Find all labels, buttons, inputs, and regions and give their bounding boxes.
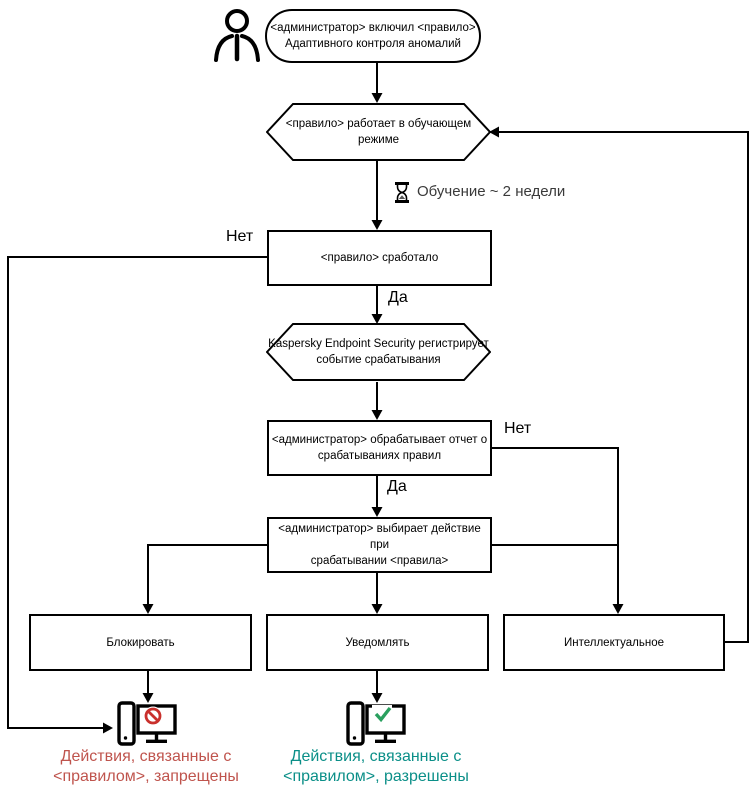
node-text-line: <администратор> обрабатывает отчет о [271,434,488,446]
node-text-line: <администратор> включил <правило> [270,22,476,34]
node-text-line: срабатывании <правила> [310,555,449,567]
caption-line: Действия, связанные с [60,748,232,765]
node-text-line: Интеллектуальное [563,636,664,649]
edge-label-no-right: Нет [504,420,532,437]
caption-line: <правилом>, запрещены [53,768,239,785]
hexagon-shape [266,103,491,161]
node-text-line: Адаптивного контроля аномалий [285,38,461,50]
caption-line: Действия, связанные с [290,748,462,765]
node-action-block: Блокировать [29,614,252,671]
computer-blocked-icon [117,701,177,746]
computer-allowed-icon [346,701,406,746]
check-icon [374,706,392,723]
edge-label-yes-2: Да [387,478,407,495]
node-text-line: событие срабатывания [316,354,441,366]
node-registers-event: Kaspersky Endpoint Security регистрирует… [266,322,491,382]
prohibition-icon [144,707,162,725]
hexagon-shape [266,323,491,381]
node-action-smart: Интеллектуальное [503,614,725,671]
node-rule-triggered: <правило> сработало [267,230,492,286]
node-text-line: срабатываниях правил [317,450,442,462]
node-text-line: Уведомлять [345,636,410,649]
node-text-line: Kaspersky Endpoint Security регистрирует [268,338,489,350]
caption-actions-allowed: Действия, связанные с <правилом>, разреш… [251,747,501,787]
node-text-line: Блокировать [106,636,175,649]
node-text-line: режиме [357,134,400,146]
node-text-line: <правило> сработало [320,252,439,264]
node-text-line: <администратор> выбирает действие при [278,523,481,551]
node-rule-enabled: <администратор> включил <правило> Адапти… [265,9,481,63]
caption-line: <правилом>, разрешены [283,768,469,785]
edge-label-no-left: Нет [226,228,254,245]
caption-actions-blocked: Действия, связанные с <правилом>, запрещ… [21,747,271,787]
person-icon [214,9,260,62]
node-action-notify: Уведомлять [266,614,489,671]
training-duration-label: Обучение ~ 2 недели [417,183,566,200]
node-text-line: <правило> работает в обучающем [285,118,472,130]
arrowheads [103,93,624,734]
node-processes-report: <администратор> обрабатывает отчет о сра… [267,420,492,476]
node-training-mode: <правило> работает в обучающем режиме [266,102,491,162]
node-chooses-action: <администратор> выбирает действие при ср… [267,517,492,573]
edge-label-yes-1: Да [388,289,408,306]
hourglass-icon [395,182,409,203]
